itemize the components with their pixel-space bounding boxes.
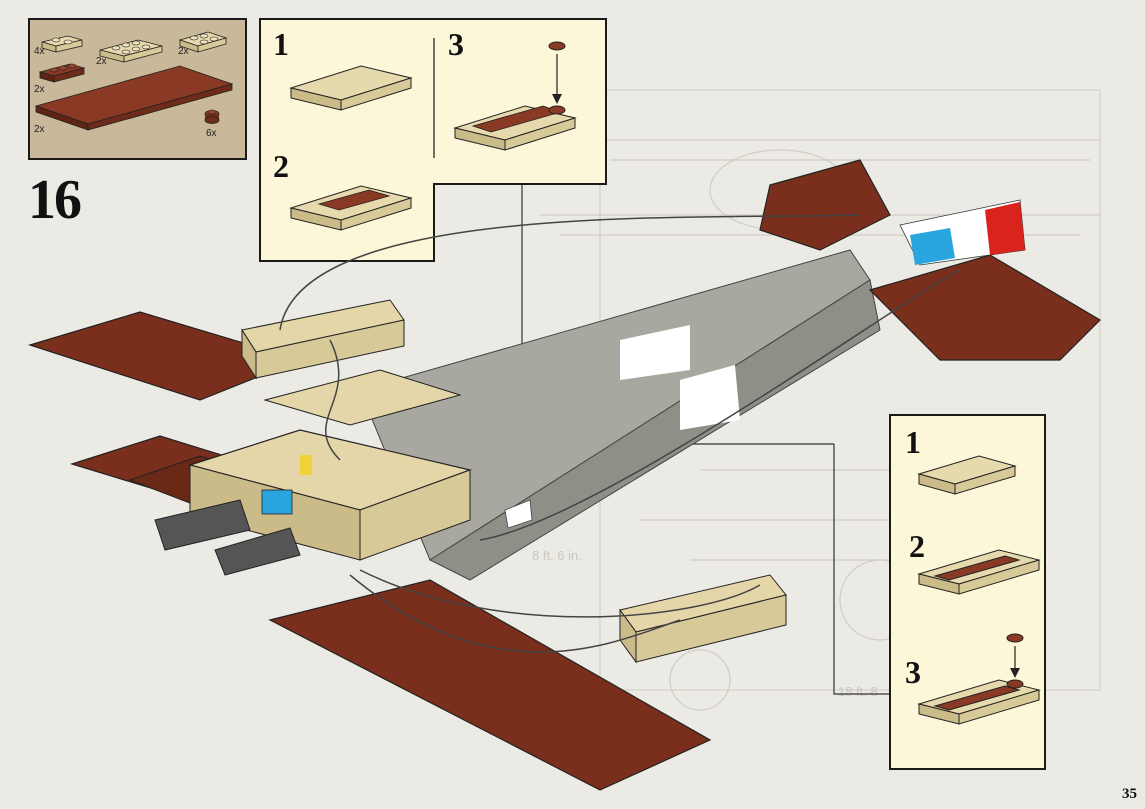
parts-illustration [34,31,234,131]
part-qty-6: 6x [206,128,217,139]
callout-right-frame [889,414,1046,770]
callout-top-substep-2: 2 [273,148,289,184]
page-number: 35 [1122,786,1137,802]
callout-top-substep-3: 3 [448,26,464,62]
callout-top-step1-illustration [289,65,413,111]
part-reddish-brown-plate-1x3 [38,63,86,83]
callout-right-step2-illustration [917,549,1041,595]
parts-list-box: 4x 2x 2x 2x 2x 6x [28,18,247,160]
part-reddish-brown-round-plate-1x1 [204,109,220,124]
part-reddish-brown-plate-6x12 [34,65,234,131]
part-qty-1: 4x [34,46,45,57]
part-qty-4: 2x [34,84,45,95]
callout-top-frame [259,18,607,262]
part-tan-plate-2x4 [99,39,163,63]
callout-top-substep-1: 1 [273,26,289,62]
callout-right-substep-3: 3 [905,654,921,690]
part-qty-2: 2x [96,56,107,67]
blueprint-dimension-1: 8 ft. 6 in. [532,548,582,563]
callout-right-step3-illustration [917,633,1041,725]
step-number: 16 [28,169,82,231]
callout-right-substep-2: 2 [909,528,925,564]
blueprint-dimension-2: 18 ft. 8 [838,684,878,699]
part-qty-3: 2x [178,46,189,57]
part-qty-5: 2x [34,124,45,135]
part-tan-plate-1x2 [41,35,83,53]
callout-right-substep-1: 1 [905,424,921,460]
part-tan-plate-2x3 [178,31,228,53]
callout-top-step3-illustration [453,41,577,151]
